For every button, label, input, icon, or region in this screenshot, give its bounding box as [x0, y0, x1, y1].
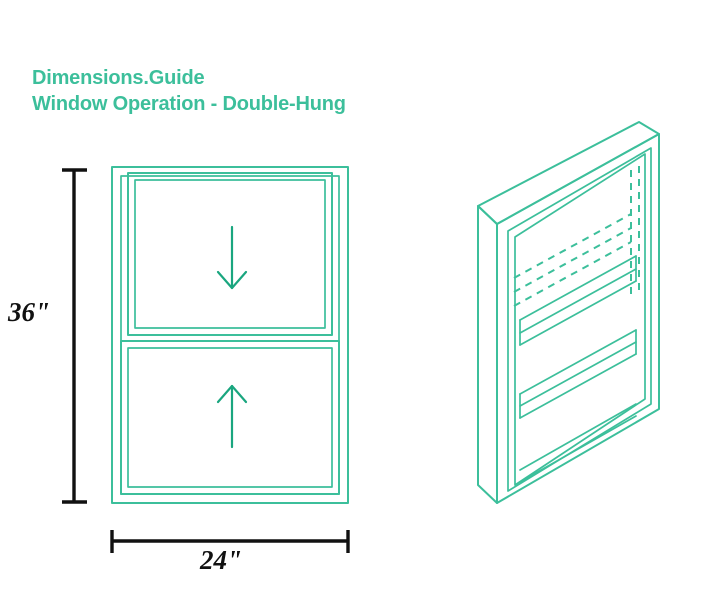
upper-sash [127, 172, 333, 336]
height-dimension-label: 36" [8, 297, 50, 327]
width-dimension-label: 24" [200, 545, 242, 575]
height-dimension-line [62, 168, 87, 504]
width-dimension-line [110, 530, 350, 553]
isometric-window [477, 121, 660, 504]
subject-title: Window Operation - Double-Hung [32, 92, 346, 115]
lower-sash [120, 340, 340, 495]
lower-sash-up-arrow [216, 384, 248, 449]
hidden-upper-sash-dashed [513, 166, 640, 307]
brand-title: Dimensions.Guide [32, 67, 205, 89]
upper-sash-down-arrow [216, 225, 248, 290]
elevation-window [111, 166, 349, 504]
title-block: Dimensions.Guide Window Operation - Doub… [32, 66, 346, 117]
